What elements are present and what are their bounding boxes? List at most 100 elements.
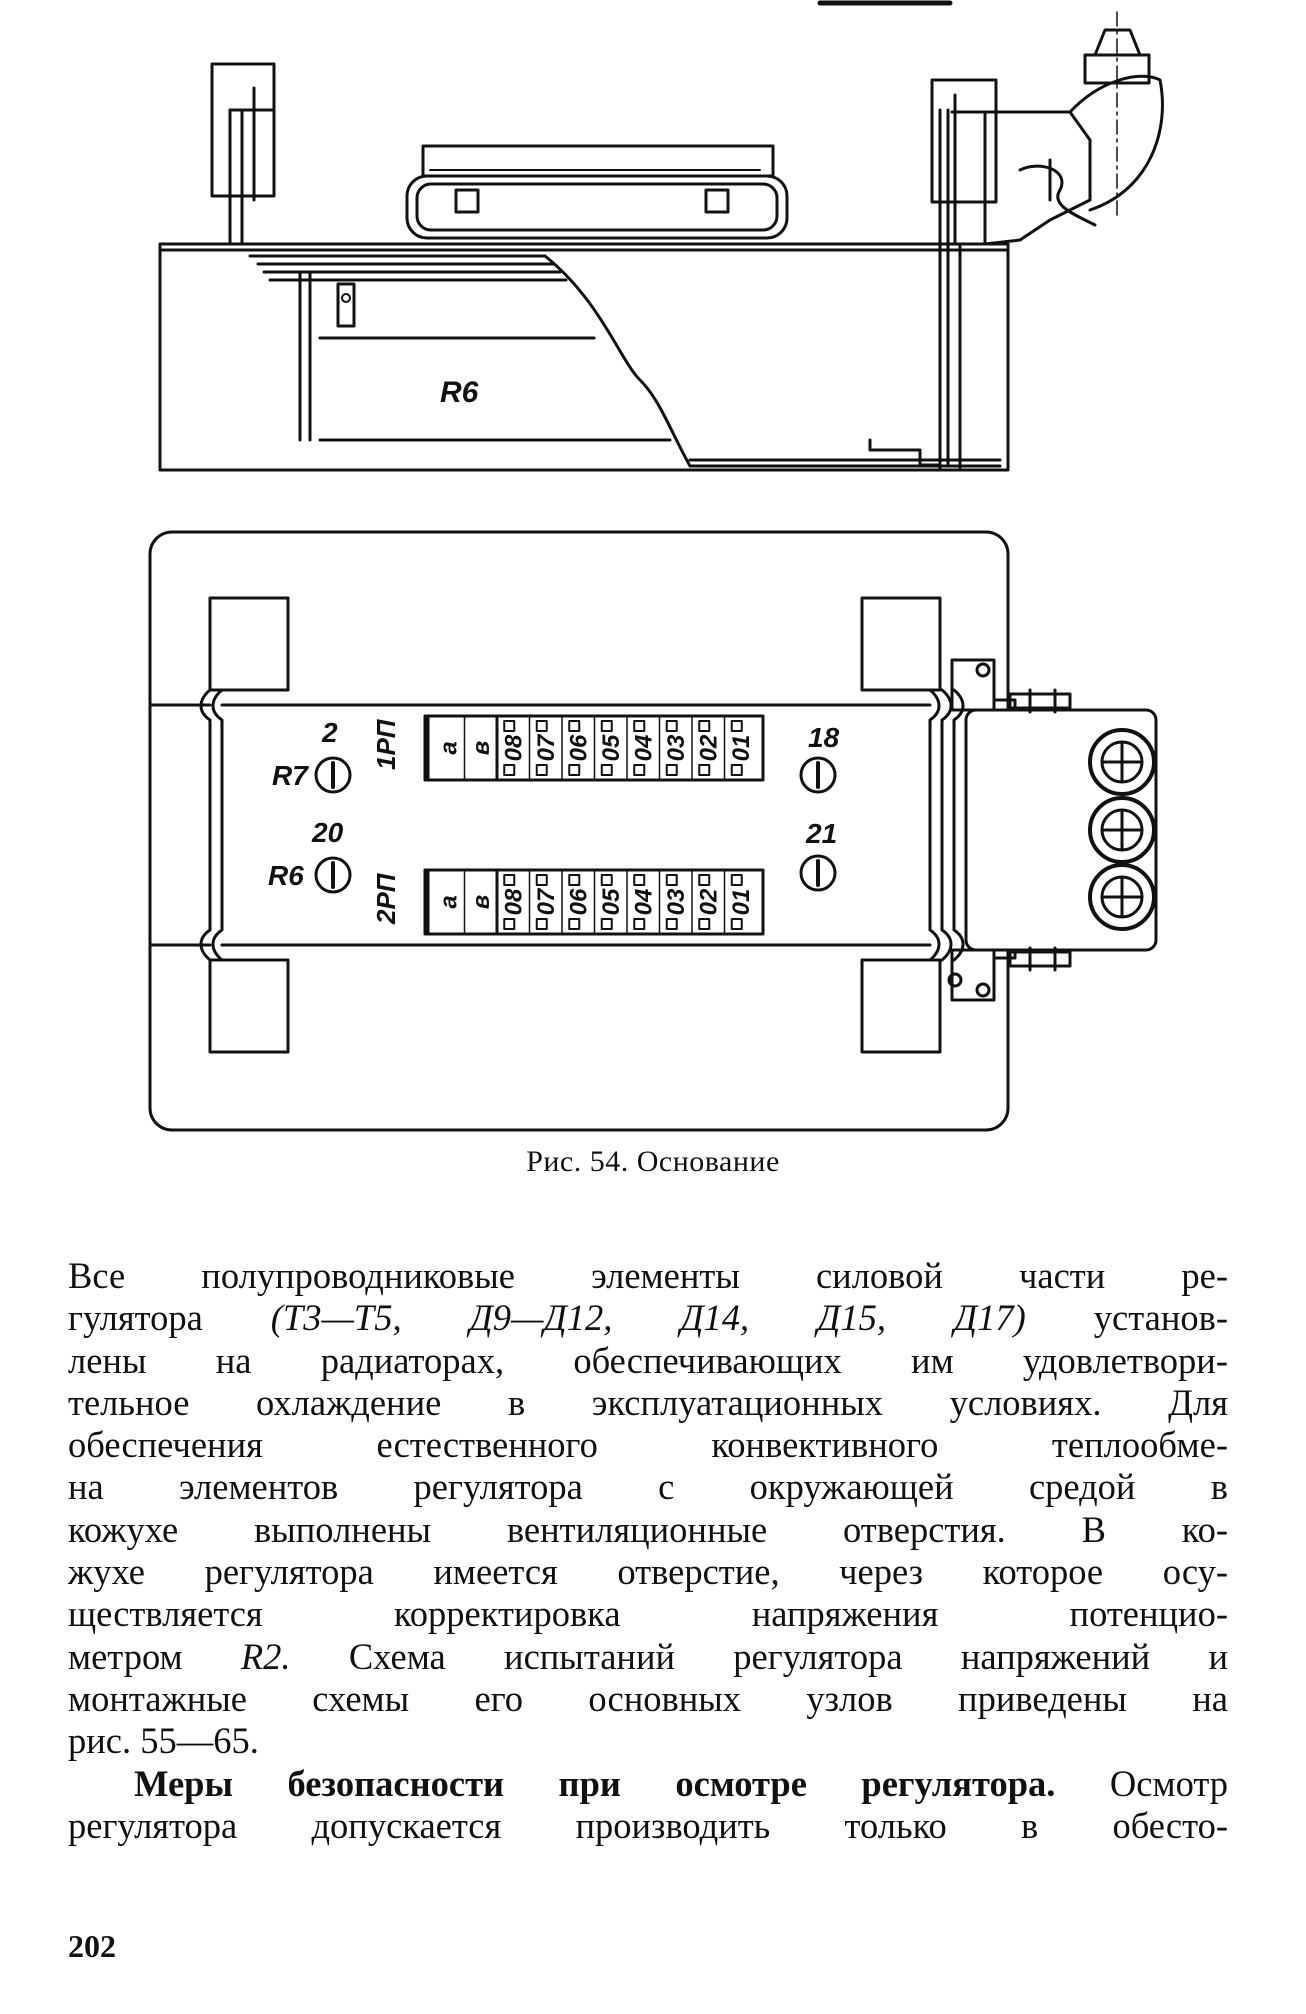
terminal-screw (698, 918, 711, 930)
potentiometer-r6-symbol (314, 856, 352, 894)
terminal-label: 02 (695, 888, 722, 915)
strip-header-label: а (435, 741, 462, 754)
pot-18-number: 18 (808, 722, 840, 753)
terminal-label: 04 (630, 889, 657, 916)
terminal-label: 07 (533, 733, 560, 761)
terminal-label: 08 (500, 734, 527, 761)
terminal-label: 05 (598, 734, 625, 761)
terminal-label: 06 (565, 734, 592, 761)
terminal-label: 03 (663, 734, 690, 761)
terminal-screw (535, 918, 548, 930)
terminal-screw (665, 720, 678, 732)
terminal-screw (665, 918, 678, 930)
body-line: ществляется корректировка напряжения пот… (68, 1593, 1228, 1635)
terminal-screw (665, 764, 678, 776)
terminal-screw (535, 874, 548, 886)
bold-run: Меры безопасности при осмотре регулятора… (134, 1762, 1056, 1804)
terminal-screw (730, 720, 743, 732)
terminal-label: 02 (695, 734, 722, 761)
potentiometer-18-symbol (799, 756, 837, 794)
pot-r6-number: 20 (311, 817, 344, 848)
terminal-screw (535, 720, 548, 732)
body-line: Меры безопасности при осмотре регулятора… (68, 1763, 1228, 1805)
potentiometer-r7-symbol (314, 756, 352, 794)
terminal-screw (600, 918, 613, 930)
terminal-label: 01 (728, 735, 755, 762)
terminal-label: 07 (533, 887, 560, 915)
body-line: монтажные схемы его основных узлов приве… (68, 1678, 1228, 1720)
pot-r6-designator: R6 (268, 860, 304, 891)
terminal-screw (698, 720, 711, 732)
terminal-label: 06 (565, 888, 592, 915)
body-line: Все полупроводниковые элементы силовой ч… (68, 1255, 1228, 1297)
terminal-screw (633, 874, 646, 886)
pot-r7-number: 2 (321, 717, 338, 748)
potentiometer-21-symbol (799, 854, 837, 892)
top-view (148, 530, 1158, 1132)
text-run: лены на радиаторах, обеспечивающих им уд… (68, 1339, 1228, 1381)
connector-plug-middle (1088, 796, 1156, 864)
terminal-label: 03 (663, 888, 690, 915)
terminal-screw (730, 918, 743, 930)
strip-header-label: а (435, 895, 462, 908)
terminal-screw (730, 764, 743, 776)
terminal-screw (600, 764, 613, 776)
terminal-screw (633, 764, 646, 776)
text-run: жухе регулятора имеется отверстие, через… (68, 1551, 1228, 1593)
connector-plug-top (1088, 728, 1156, 796)
base-drawing: R6 2 R7 20 R6 18 21 1РП 2РП ав0807060504… (148, 0, 1164, 1132)
text-run: гулятора (68, 1297, 271, 1339)
body-line: рис. 55—65. (68, 1720, 1228, 1762)
body-line: регулятора допускается производить тольк… (68, 1805, 1228, 1847)
body-line: жухе регулятора имеется отверстие, через… (68, 1551, 1228, 1593)
text-run: обеспечения естественного конвективного … (68, 1424, 1228, 1466)
body-text: Все полупроводниковые элементы силовой ч… (68, 1255, 1228, 1847)
terminal-screw (503, 874, 516, 886)
terminal-screw (730, 874, 743, 886)
text-run: кожухе выполнены вентиляционные отверсти… (68, 1508, 1228, 1550)
terminal-label: 08 (500, 888, 527, 915)
terminal-screw (600, 874, 613, 886)
body-line: кожухе выполнены вентиляционные отверсти… (68, 1509, 1228, 1551)
figure-caption: Рис. 54. Основание (526, 1145, 780, 1178)
body-line: метром R2. Схема испытаний регулятора на… (68, 1636, 1228, 1678)
text-run: рис. 55—65. (68, 1720, 259, 1762)
terminal-label: 04 (630, 735, 657, 762)
terminal-screw (698, 874, 711, 886)
text-run: Все полупроводниковые элементы силовой ч… (68, 1255, 1228, 1296)
text-run: ществляется корректировка напряжения пот… (68, 1593, 1228, 1635)
pot-21-number: 21 (805, 818, 837, 849)
strip-1-name: 1РП (371, 718, 401, 770)
body-line: гулятора (Т3—Т5, Д9—Д12, Д14, Д15, Д17) … (68, 1297, 1228, 1339)
terminal-screw (633, 720, 646, 732)
terminal-screw (503, 918, 516, 930)
terminal-screw (698, 764, 711, 776)
terminal-screw (568, 720, 581, 732)
terminal-screw (503, 764, 516, 776)
terminal-screw (535, 764, 548, 776)
terminal-label: 05 (598, 888, 625, 915)
text-run: метром (68, 1635, 241, 1677)
italic-run: R2. (240, 1635, 291, 1677)
strip-2-name: 2РП (371, 872, 401, 925)
body-line: обеспечения естественного конвективного … (68, 1424, 1228, 1466)
text-run: регулятора допускается производить тольк… (68, 1804, 1228, 1846)
text-run: тельное охлаждение в эксплуатационных ус… (68, 1381, 1228, 1423)
terminal-screw (568, 764, 581, 776)
body-line: на элементов регулятора с окружающей сре… (68, 1466, 1228, 1508)
text-run: установ- (1025, 1297, 1228, 1339)
strip-header-label: в (468, 895, 495, 910)
terminal-screw (633, 918, 646, 930)
italic-run: (Т3—Т5, Д9—Д12, Д14, Д15, Д17) (270, 1297, 1026, 1339)
text-run: Осмотр (1055, 1762, 1228, 1804)
terminal-screw (503, 720, 516, 732)
terminal-screw (600, 720, 613, 732)
body-line: лены на радиаторах, обеспечивающих им уд… (68, 1340, 1228, 1382)
connector-plug-bottom (1088, 863, 1156, 931)
body-line: тельное охлаждение в эксплуатационных ус… (68, 1382, 1228, 1424)
text-run: Схема испытаний регулятора напряжений и (290, 1635, 1228, 1677)
side-view (158, 0, 1164, 472)
strip-header-label: в (468, 741, 495, 756)
page-number: 202 (68, 1928, 116, 1964)
